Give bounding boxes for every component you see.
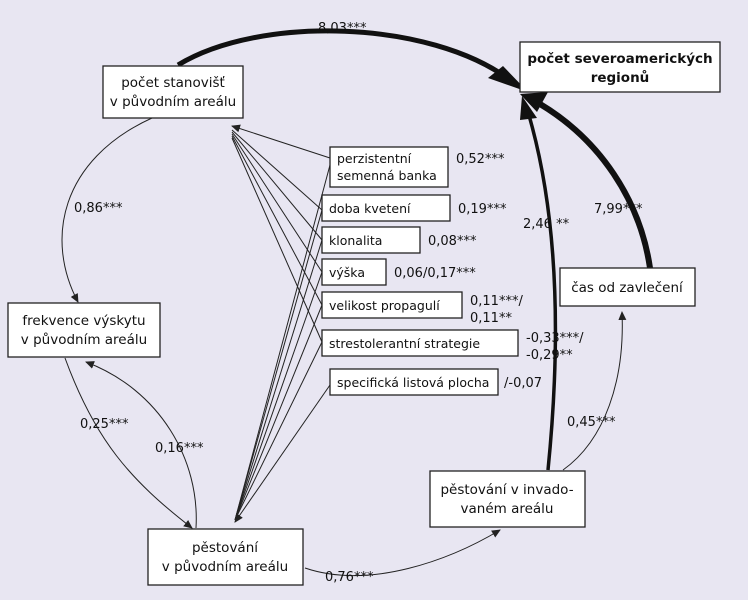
arrow-invadovanem-regiony: [526, 111, 558, 471]
trait-vyska: výška 0,06/0,17***: [321, 258, 476, 286]
trait-perzistentni: perzistentní semenná banka 0,52***: [329, 146, 505, 188]
node-frekvence: frekvence výskytu v původním areálu: [7, 302, 161, 358]
trait-strestolerantni: strestolerantní strategie -0,33***/ -0,2…: [321, 329, 584, 363]
coef-invadovanem-regiony: 2,46 **: [523, 217, 570, 232]
trait-doba-kveteni-label: doba kvetení: [329, 201, 411, 216]
node-pocet-regionu-line1: počet severoamerických: [527, 51, 712, 67]
trait-strestolerantni-coef1: -0,33***/: [526, 331, 584, 346]
arrow-pestovani-frekvence: [85, 361, 197, 529]
node-frekvence-line2: v původním areálu: [21, 332, 147, 348]
node-pestovani-puvodni: pěstování v původním areálu: [147, 528, 304, 586]
arrow-stanovist-regiony: [176, 28, 512, 83]
trait-vyska-label: výška: [329, 265, 365, 280]
node-pocet-regionu: počet severoamerických regionů: [519, 41, 721, 93]
trait-velikost-propaguli-coef1: 0,11***/: [470, 294, 523, 309]
coef-cas-regiony: 7,99***: [594, 202, 643, 217]
coef-pestovani-frekvence: 0,16***: [155, 441, 204, 456]
node-pestovani-invadovanem-line1: pěstování v invado-: [440, 482, 573, 498]
arrowhead-regiony-right: [520, 92, 548, 112]
node-pocet-stanovist-line1: počet stanovišť: [121, 75, 225, 91]
node-pocet-stanovist-line2: v původním areálu: [110, 94, 236, 110]
coef-stanovist-frekvence: 0,86***: [74, 201, 123, 216]
trait-doba-kveteni-coef: 0,19***: [458, 202, 507, 217]
node-frekvence-line1: frekvence výskytu: [22, 313, 145, 329]
arrowhead-regiony-middle: [520, 96, 537, 120]
trait-vyska-coef: 0,06/0,17***: [394, 266, 476, 281]
trait-specificka-listova-plocha-label: specifická listová plocha: [337, 375, 489, 390]
trait-klonalita-coef: 0,08***: [428, 234, 477, 249]
node-cas-od-zavleceni: čas od zavlečení: [559, 267, 696, 307]
trait-klonalita-label: klonalita: [329, 233, 382, 248]
coef-pestovani-invadovanem: 0,76***: [325, 570, 374, 585]
coef-frekvence-pestovani: 0,25***: [80, 417, 129, 432]
trait-perzistentni-line2: semenná banka: [337, 168, 437, 183]
trait-velikost-propaguli-label: velikost propagulí: [329, 298, 440, 313]
node-pestovani-puvodni-line2: v původním areálu: [162, 559, 288, 575]
node-pocet-regionu-line2: regionů: [591, 69, 650, 86]
node-pocet-stanovist: počet stanovišť v původním areálu: [102, 65, 244, 119]
node-pestovani-puvodni-line1: pěstování: [192, 540, 259, 556]
trait-perzistentni-coef: 0,52***: [456, 152, 505, 167]
trait-klonalita: klonalita 0,08***: [321, 226, 477, 254]
coef-stanovist-regiony: 8,03***: [318, 21, 367, 36]
arrow-cas-regiony: [538, 101, 653, 269]
arrow-invadovanem-cas: [562, 311, 627, 471]
arrow-stanovist-frekvence: [61, 117, 153, 303]
trait-specificka-listova-plocha: specifická listová plocha /-0,07: [329, 368, 542, 396]
arrow-frekvence-pestovani: [64, 357, 193, 529]
trait-strestolerantni-label: strestolerantní strategie: [329, 336, 480, 351]
trait-velikost-propaguli-coef2: 0,11**: [470, 311, 512, 326]
node-pestovani-invadovanem-line2: vaném areálu: [461, 501, 554, 517]
trait-strestolerantni-coef2: -0,29**: [526, 348, 573, 363]
coef-invadovanem-cas: 0,45***: [567, 415, 616, 430]
arrow-pestovani-invadovanem: [304, 529, 501, 576]
trait-specificka-listova-plocha-coef: /-0,07: [504, 376, 542, 391]
node-cas-od-zavleceni-label: čas od zavlečení: [571, 280, 684, 296]
trait-velikost-propaguli: velikost propagulí 0,11***/ 0,11**: [321, 291, 523, 326]
arrowhead-regiony-top: [488, 66, 528, 92]
trait-doba-kveteni: doba kvetení 0,19***: [321, 194, 507, 222]
trait-arrows: [231, 124, 331, 523]
trait-perzistentni-line1: perzistentní: [337, 151, 412, 166]
node-pestovani-invadovanem: pěstování v invado- vaném areálu: [429, 470, 586, 528]
